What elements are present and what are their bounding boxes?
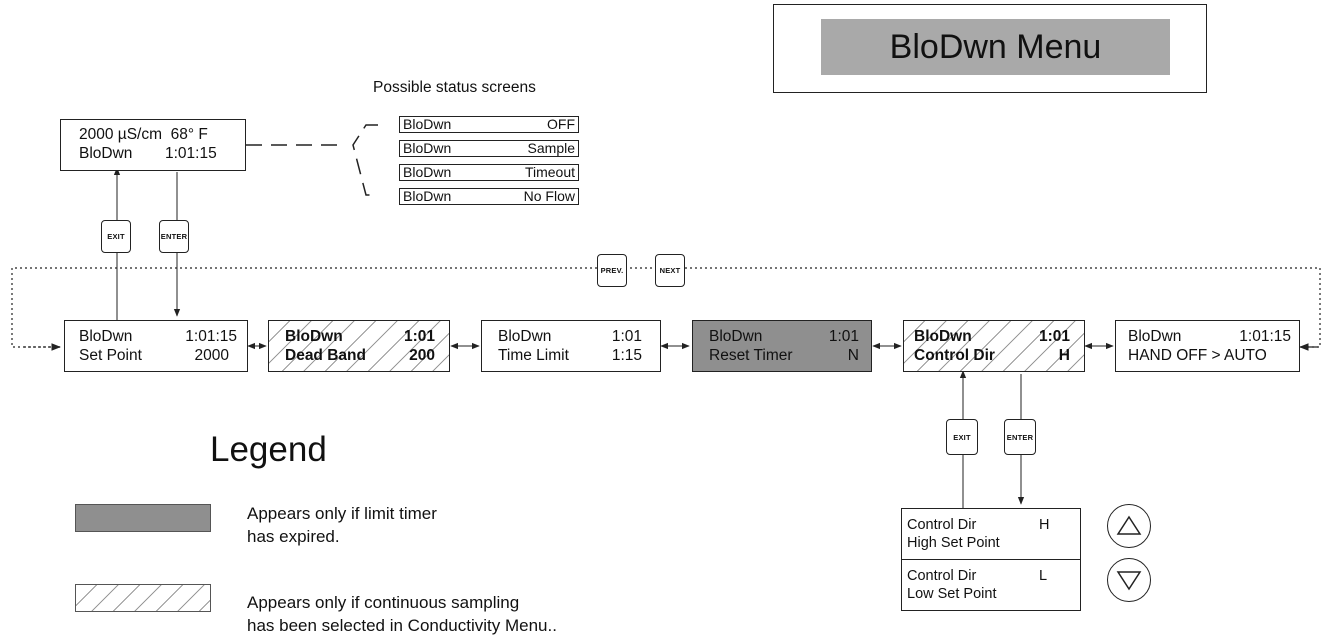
legend-shaded-text-2: has expired. xyxy=(247,527,340,546)
status-brace xyxy=(352,124,378,196)
exit-key[interactable]: EXIT xyxy=(101,220,131,253)
legend-shaded-swatch xyxy=(75,504,211,532)
legend-hatched-text-1: Appears only if continuous sampling xyxy=(247,593,520,612)
legend-shaded-text-1: Appears only if limit timer xyxy=(247,504,437,523)
home-screen: 2000 µS/cm 68° F BloDwn 1:01:15 xyxy=(60,119,246,171)
prev-key[interactable]: PREV. xyxy=(597,254,627,287)
legend-hatched-text-2: has been selected in Conductivity Menu.. xyxy=(247,616,557,635)
home-line1: 2000 µS/cm 68° F xyxy=(79,126,208,143)
up-arrow-button[interactable] xyxy=(1107,504,1151,548)
possible-status-label: Possible status screens xyxy=(373,79,536,96)
menu-title-frame: BloDwn Menu xyxy=(773,4,1207,93)
legend-title: Legend xyxy=(210,430,327,469)
enter-key[interactable]: ENTER xyxy=(159,220,189,253)
legend-hatched-swatch xyxy=(75,584,211,612)
next-key[interactable]: NEXT xyxy=(655,254,685,287)
control-exit-key[interactable]: EXIT xyxy=(946,419,978,455)
triangle-down-icon xyxy=(1116,571,1142,591)
home-line2-left: BloDwn xyxy=(79,145,133,162)
control-enter-key[interactable]: ENTER xyxy=(1004,419,1036,455)
home-line2-right: 1:01:15 xyxy=(165,145,217,162)
triangle-up-icon xyxy=(1116,515,1142,535)
menu-title: BloDwn Menu xyxy=(821,19,1170,75)
down-arrow-button[interactable] xyxy=(1107,558,1151,602)
